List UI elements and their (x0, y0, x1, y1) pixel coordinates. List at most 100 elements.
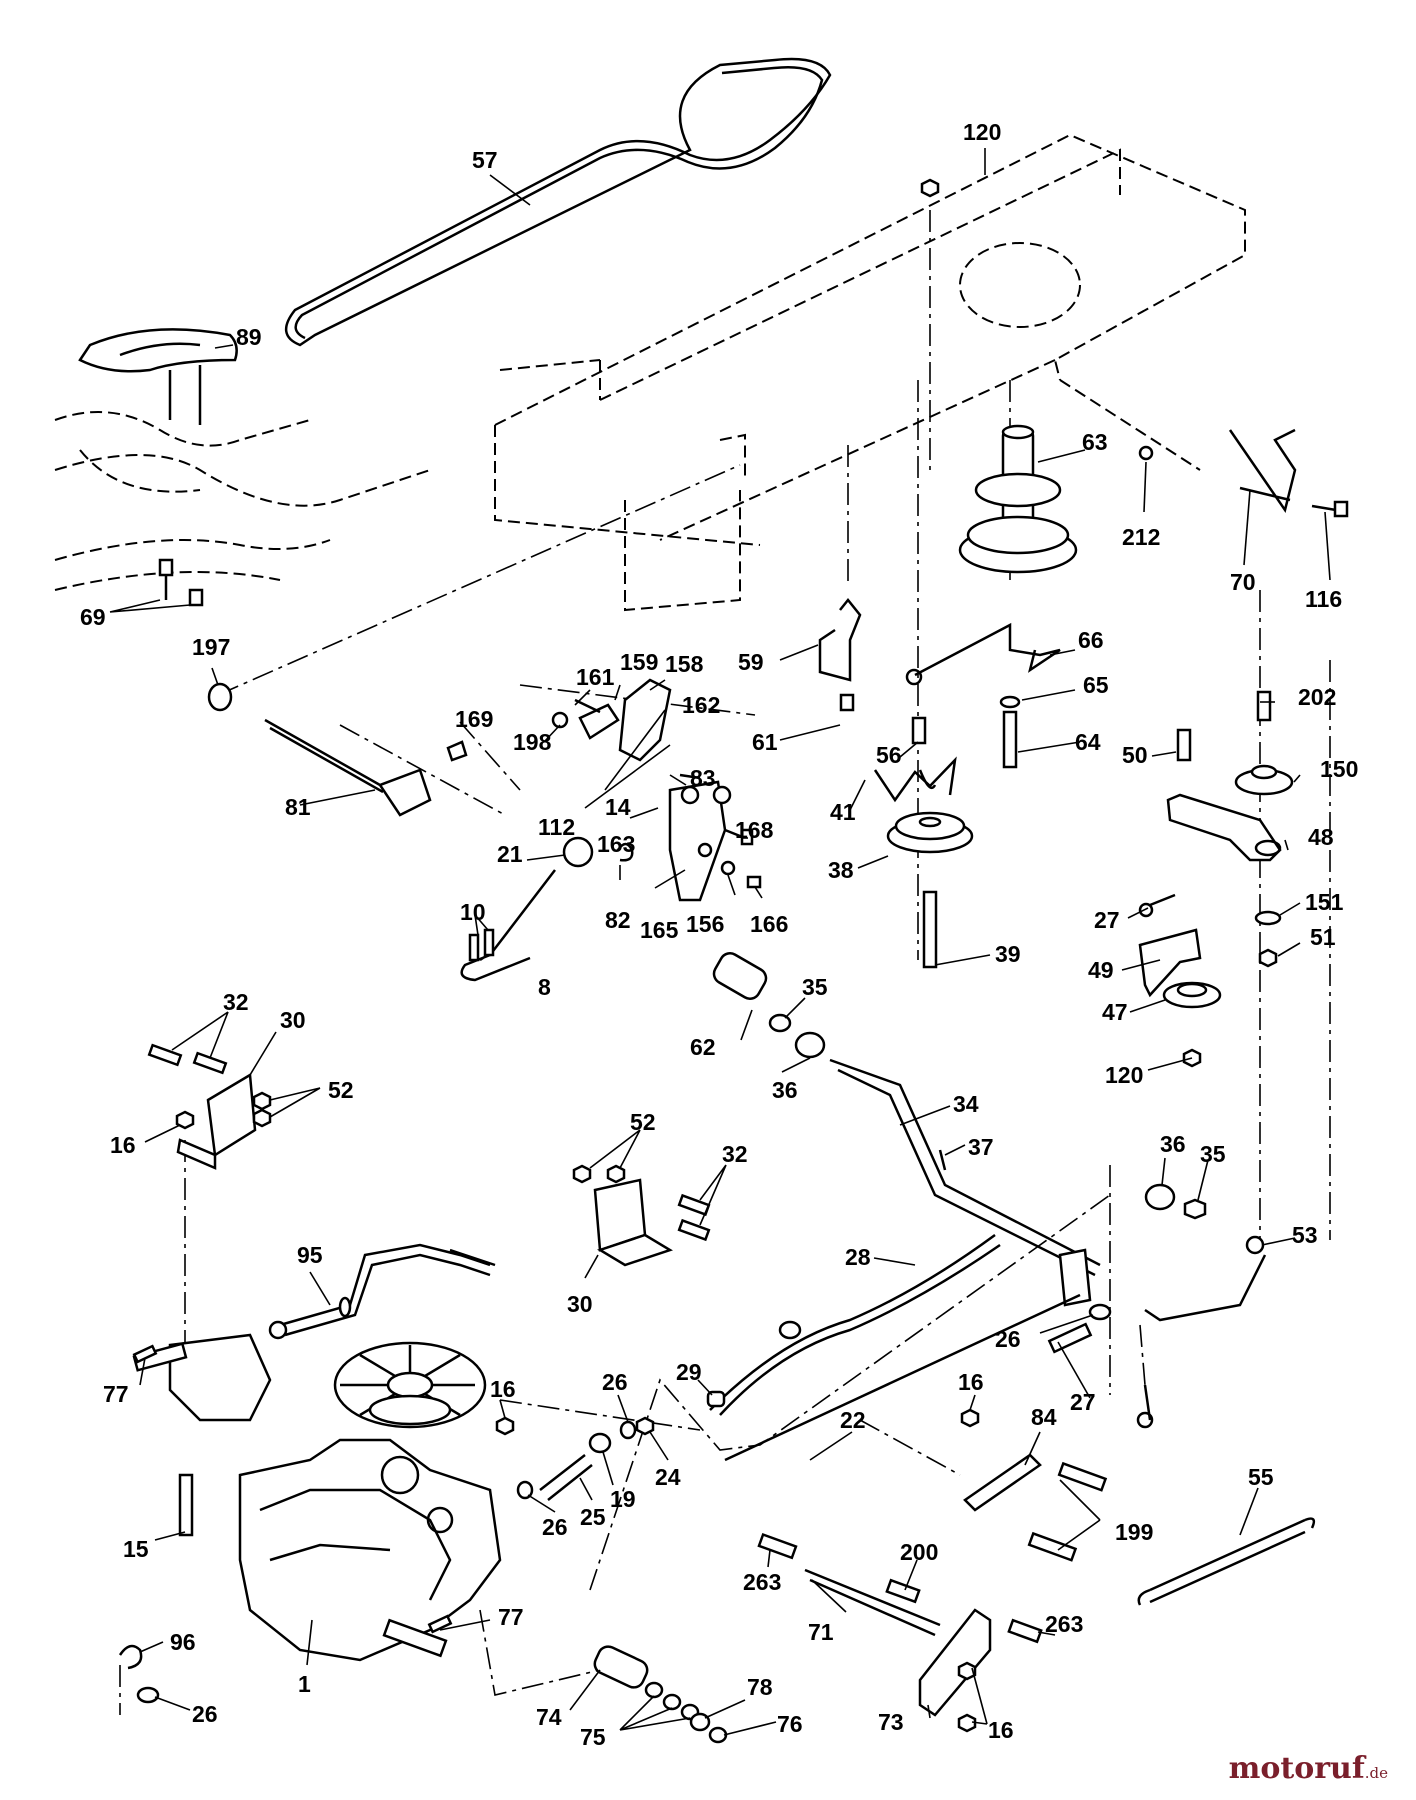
callout-10: 10 (460, 899, 486, 925)
callout-95: 95 (297, 1242, 323, 1268)
bolt-39 (922, 890, 938, 969)
shaft-34 (829, 1058, 1101, 1277)
sleeve-74 (593, 1645, 649, 1689)
knob-21 (562, 836, 594, 868)
callout-35: 35 (802, 974, 828, 1000)
callout-61: 61 (752, 729, 778, 755)
callout-89: 89 (236, 324, 262, 350)
washer-26b (619, 1420, 637, 1440)
callout-198: 198 (513, 729, 552, 755)
callout-166: 166 (750, 911, 788, 937)
callout-120-lower: 120 (1105, 1062, 1143, 1088)
callout-30-mid: 30 (567, 1291, 593, 1317)
callout-70: 70 (1230, 569, 1256, 595)
seat-pan (78, 328, 238, 373)
spring-55 (1149, 1518, 1306, 1604)
washer-36a (794, 1031, 826, 1059)
callout-74: 74 (536, 1704, 562, 1730)
link-84 (963, 1453, 1042, 1512)
part-169 (446, 740, 468, 762)
callout-14: 14 (605, 794, 631, 820)
callout-165: 165 (640, 917, 679, 943)
nut-51 (1258, 948, 1278, 968)
callout-29: 29 (676, 1359, 702, 1385)
callout-52: 52 (328, 1077, 354, 1103)
callout-22: 22 (840, 1407, 866, 1433)
callout-75: 75 (580, 1724, 606, 1750)
callout-163: 163 (597, 831, 635, 857)
callout-26-lower: 26 (542, 1514, 568, 1540)
callout-50: 50 (1122, 742, 1148, 768)
callout-64: 64 (1075, 729, 1101, 755)
washer-65 (999, 695, 1021, 709)
nut-16a (175, 1110, 195, 1130)
bolt-199b (1027, 1531, 1078, 1562)
callout-151: 151 (1305, 889, 1344, 915)
bolt-32b (192, 1051, 228, 1075)
callout-8: 8 (538, 974, 551, 1000)
callout-263: 263 (743, 1569, 781, 1595)
bracket-158 (551, 678, 672, 762)
rod-22 (724, 1293, 1081, 1462)
bracket-73 (918, 1608, 992, 1717)
nut-52a-1 (252, 1091, 272, 1111)
callout-77: 77 (103, 1381, 129, 1407)
callout-36-right: 36 (1160, 1131, 1186, 1157)
cooling-fan (333, 1341, 487, 1429)
bolt-116 (1311, 504, 1337, 512)
washer-76 (708, 1726, 728, 1744)
callout-200: 200 (900, 1539, 938, 1565)
callout-65: 65 (1083, 672, 1109, 698)
bolt-199a (1057, 1461, 1108, 1492)
pulley-63 (958, 424, 1078, 574)
washer-151 (1254, 910, 1282, 926)
bolt-32d (677, 1218, 711, 1242)
washer-35a (768, 1013, 792, 1033)
bolt-202 (1256, 690, 1272, 722)
callout-1: 1 (298, 1671, 311, 1697)
callout-28: 28 (845, 1244, 871, 1270)
callout-37: 37 (968, 1134, 994, 1160)
pin-77b (427, 1614, 453, 1634)
callout-69: 69 (80, 604, 106, 630)
clip-96 (118, 1644, 143, 1670)
callout-83: 83 (690, 765, 716, 791)
callout-150: 150 (1320, 756, 1358, 782)
washer-36b (1144, 1183, 1176, 1211)
body-outline (54, 411, 431, 591)
callout-27: 27 (1094, 907, 1120, 933)
watermark-tld: .de (1364, 1764, 1388, 1782)
callout-34: 34 (953, 1091, 979, 1117)
washer-75b (662, 1693, 682, 1711)
nut-212 (1138, 445, 1154, 461)
rod-28 (719, 1243, 1001, 1416)
callout-26: 26 (995, 1326, 1021, 1352)
callout-35-right: 35 (1200, 1141, 1226, 1167)
callout-30: 30 (280, 1007, 306, 1033)
callout-116: 116 (1305, 586, 1342, 612)
watermark-logo: motoruf.de (1229, 1751, 1388, 1786)
rod-53 (1144, 1254, 1267, 1322)
nut-35b (1183, 1198, 1207, 1220)
callout-158: 158 (665, 651, 704, 677)
callout-81: 81 (285, 794, 311, 820)
callout-24: 24 (655, 1464, 681, 1490)
clip-82 (616, 842, 634, 862)
bolt-263a (757, 1532, 798, 1560)
callout-49: 49 (1088, 957, 1114, 983)
callout-112: 112 (538, 814, 575, 840)
callout-52-mid: 52 (630, 1109, 656, 1135)
callout-21: 21 (497, 841, 523, 867)
callout-156: 156 (686, 911, 724, 937)
bolts-69 (158, 558, 204, 607)
callout-32: 32 (223, 989, 249, 1015)
callout-159: 159 (620, 649, 658, 675)
watermark-brand: motoruf (1228, 1751, 1365, 1786)
rod-70 (1228, 428, 1297, 513)
chassis-frame (494, 133, 1246, 612)
bolt-200 (885, 1578, 921, 1604)
bolt-15 (178, 1473, 194, 1537)
bolt-263b (1007, 1618, 1043, 1644)
bolt-32c (677, 1193, 711, 1217)
